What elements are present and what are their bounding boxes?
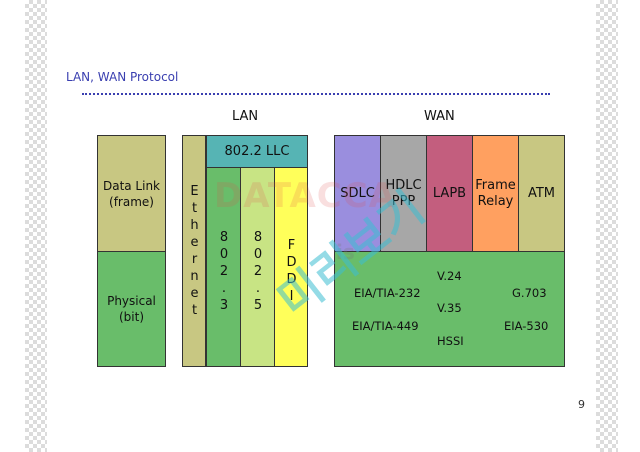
ieee8023-label: 802.3 [216, 230, 232, 315]
wan-physical-block [334, 251, 565, 367]
data-link-sub: (frame) [109, 194, 154, 209]
eia449-label: EIA/TIA-449 [352, 319, 419, 333]
left-checker-border [25, 0, 47, 452]
hdlc-block: HDLC PPP [380, 135, 427, 252]
llc-block: 802.2 LLC [206, 135, 308, 168]
physical-layer: Physical (bit) [97, 251, 166, 367]
atm-block: ATM [518, 135, 565, 252]
title-divider [82, 93, 550, 95]
hssi-label: HSSI [437, 334, 464, 348]
wan-header: WAN [424, 109, 455, 124]
eia530-label: EIA-530 [504, 319, 549, 333]
ieee8025-block: 802.5 [240, 167, 275, 367]
fddi-label: FDDI [284, 238, 299, 306]
sdlc-label: SDLC [340, 185, 375, 201]
ppp-label: PPP [391, 193, 416, 209]
sdlc-block: SDLC [334, 135, 381, 252]
ethernet-label: Ethernet [187, 184, 202, 320]
lan-header: LAN [232, 109, 259, 124]
ieee8025-label: 802.5 [250, 230, 266, 315]
ieee8023-block: 802.3 [206, 167, 241, 367]
slide-title: LAN, WAN Protocol [66, 70, 179, 84]
hdlc-label: HDLC [385, 177, 422, 193]
data-link-label: Data Link [102, 178, 161, 193]
v24-label: V.24 [437, 269, 462, 283]
frame-relay-label-1: Frame [475, 177, 516, 193]
ethernet-block: Ethernet [182, 135, 206, 367]
eia232-label: EIA/TIA-232 [354, 286, 421, 300]
frame-relay-block: Frame Relay [472, 135, 519, 252]
data-link-layer: Data Link (frame) [97, 135, 166, 252]
page-number: 9 [578, 398, 585, 411]
lapb-block: LAPB [426, 135, 473, 252]
fddi-block: FDDI [274, 167, 308, 367]
atm-label: ATM [527, 185, 556, 201]
right-checker-border [596, 0, 618, 452]
frame-relay-label-2: Relay [477, 193, 514, 209]
physical-label: Physical [107, 294, 156, 308]
llc-label: 802.2 LLC [224, 143, 290, 159]
g703-label: G.703 [512, 286, 547, 300]
lapb-label: LAPB [432, 185, 467, 201]
v35-label: V.35 [437, 301, 462, 315]
physical-sub: (bit) [118, 310, 145, 324]
